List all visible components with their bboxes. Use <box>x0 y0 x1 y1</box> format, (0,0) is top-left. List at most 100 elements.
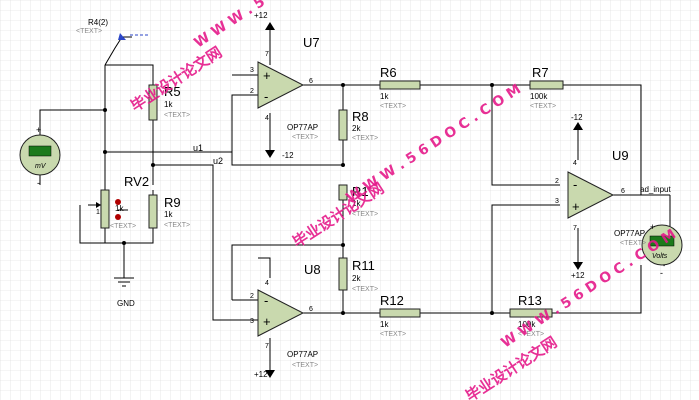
value-r7: 100k <box>530 92 548 101</box>
value-r13: 100k <box>518 320 536 329</box>
meter-mv-plus: + <box>36 125 41 135</box>
supply-u7-pos: +12 <box>254 11 268 20</box>
label-u9: U9 <box>612 148 629 163</box>
svg-text:<TEXT>: <TEXT> <box>164 222 190 229</box>
resistor-r11[interactable] <box>338 257 348 291</box>
resistors <box>148 80 564 318</box>
vpos-arrow-u9 <box>573 262 583 270</box>
vpos-arrow-u7 <box>265 22 275 30</box>
label-r5: R5 <box>164 84 181 99</box>
value-r10: 1k <box>352 199 361 208</box>
svg-text:4: 4 <box>265 280 269 287</box>
svg-text:7: 7 <box>265 51 269 58</box>
resistor-r6[interactable] <box>379 80 421 90</box>
svg-text:6: 6 <box>309 306 313 313</box>
u7-plus: + <box>263 68 271 83</box>
meter-mv-unit: mV <box>35 163 47 170</box>
label-r13: R13 <box>518 293 542 308</box>
meter-volts-unit: Volts <box>652 253 668 260</box>
vneg-arrow-u9 <box>573 122 583 130</box>
label-u8: U8 <box>304 262 321 277</box>
label-u7: U7 <box>303 35 320 50</box>
svg-text:<TEXT>: <TEXT> <box>620 240 646 247</box>
svg-text:<TEXT>: <TEXT> <box>352 286 378 293</box>
vneg-arrow-u7 <box>265 150 275 158</box>
resistor-r5[interactable] <box>148 84 158 121</box>
supply-u7-neg: -12 <box>282 151 294 160</box>
opamp-u9[interactable]: - + <box>567 171 615 219</box>
supply-u8-pos: +12 <box>254 370 268 379</box>
net-u2: u2 <box>213 156 223 166</box>
junction-dots <box>103 83 494 315</box>
svg-text:4: 4 <box>573 160 577 167</box>
u8-plus: + <box>263 314 271 329</box>
pin-numbers: 3 2 6 7 4 2 3 6 4 7 2 3 6 4 7 1 - <box>96 51 666 350</box>
u8-minus: - <box>264 293 268 308</box>
vpos-arrow-u8 <box>265 370 275 378</box>
svg-text:<TEXT>: <TEXT> <box>352 211 378 218</box>
net-u1: u1 <box>193 143 203 153</box>
svg-text:<TEXT>: <TEXT> <box>380 103 406 110</box>
svg-text:7: 7 <box>265 343 269 350</box>
net-ad-input: ad_input <box>640 185 671 194</box>
resistor-r12[interactable] <box>379 308 421 318</box>
model-u7: OP77AP <box>287 123 318 132</box>
model-u9: OP77AP <box>614 229 645 238</box>
svg-text:1: 1 <box>96 209 100 216</box>
resistor-r8[interactable] <box>338 109 348 141</box>
u9-plus: + <box>572 199 580 214</box>
millivoltmeter[interactable]: mV + - <box>19 125 61 188</box>
model-u8: OP77AP <box>287 350 318 359</box>
value-r8: 2k <box>352 124 361 133</box>
meter-volts-minus: - <box>660 268 663 278</box>
label-r12: R12 <box>380 293 404 308</box>
supply-u9-pos: +12 <box>571 271 585 280</box>
svg-text:<TEXT>: <TEXT> <box>164 112 190 119</box>
value-r9: 1k <box>164 210 173 219</box>
component-labels: R4(2) <TEXT> R5 1k <TEXT> R9 1k <TEXT> R… <box>76 11 671 379</box>
ground-symbol <box>114 277 134 287</box>
u7-minus: - <box>264 89 268 104</box>
value-r5: 1k <box>164 100 173 109</box>
label-r10: R1 <box>352 184 369 199</box>
resistor-r13[interactable] <box>509 308 553 318</box>
svg-text:2: 2 <box>250 293 254 300</box>
svg-text:6: 6 <box>309 78 313 85</box>
svg-text:<TEXT>: <TEXT> <box>292 134 318 141</box>
supply-terminals <box>265 22 583 378</box>
svg-text:<TEXT>: <TEXT> <box>518 331 544 338</box>
svg-text:3: 3 <box>250 67 254 74</box>
label-r9: R9 <box>164 195 181 210</box>
label-r6: R6 <box>380 65 397 80</box>
potentiometer-rv2[interactable] <box>88 189 121 229</box>
value-r12: 1k <box>380 320 389 329</box>
svg-text:<TEXT>: <TEXT> <box>110 223 136 230</box>
label-rv2: RV2 <box>124 174 149 189</box>
value-r6: 1k <box>380 92 389 101</box>
svg-text:<TEXT>: <TEXT> <box>292 362 318 369</box>
svg-text:3: 3 <box>250 318 254 325</box>
svg-text:2: 2 <box>250 88 254 95</box>
tag-r4: <TEXT> <box>76 28 102 35</box>
label-r8: R8 <box>352 109 369 124</box>
label-r4: R4(2) <box>88 18 108 27</box>
opamp-u8[interactable]: - + <box>257 289 305 337</box>
voltage-probe-r4[interactable] <box>118 33 148 40</box>
value-rv2: 1k <box>115 204 124 213</box>
resistor-r9[interactable] <box>148 194 158 229</box>
svg-text:<TEXT>: <TEXT> <box>530 103 556 110</box>
svg-text:-: - <box>663 263 666 270</box>
svg-text:<TEXT>: <TEXT> <box>352 135 378 142</box>
svg-text:3: 3 <box>555 198 559 205</box>
resistor-r10[interactable] <box>338 184 348 201</box>
voltmeter[interactable]: Volts + - <box>641 222 683 278</box>
label-r7: R7 <box>532 65 549 80</box>
svg-text:<TEXT>: <TEXT> <box>380 331 406 338</box>
svg-text:4: 4 <box>265 115 269 122</box>
opamp-u7[interactable]: + - <box>257 61 305 109</box>
label-gnd: GND <box>117 299 135 308</box>
meter-volts-plus: + <box>650 222 655 232</box>
resistor-r7[interactable] <box>529 80 564 90</box>
